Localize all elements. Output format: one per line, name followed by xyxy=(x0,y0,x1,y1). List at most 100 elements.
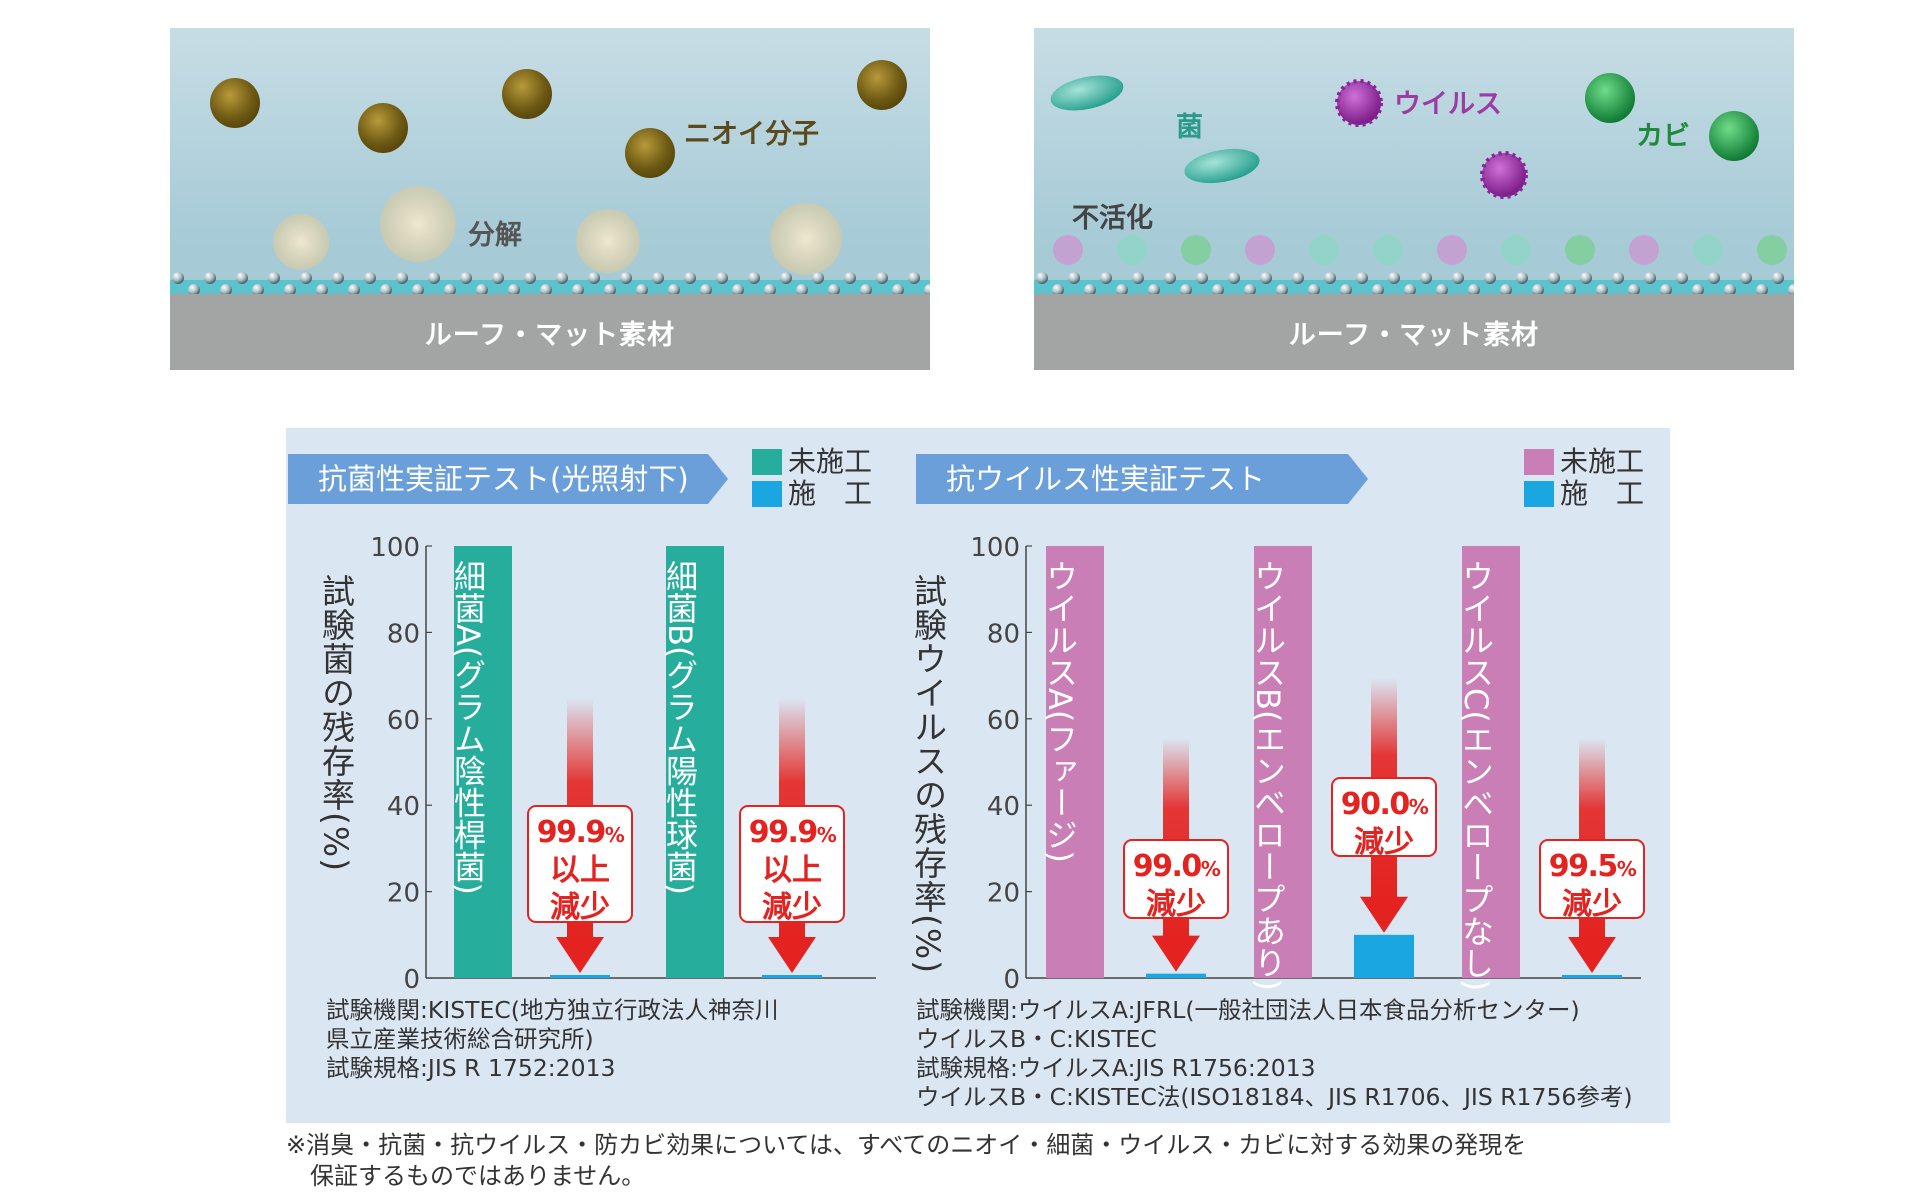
note-line: 試験機関:ウイルスA:JFRL(一般社団法人日本食品分析センター) xyxy=(916,996,1580,1024)
antibacterial-legend: 未施工 施 工 xyxy=(752,446,872,510)
reduction-label: 以上 xyxy=(762,853,822,888)
decompose-label: 分解 xyxy=(468,220,522,251)
y-axis-label: 試験菌の残存率(%) xyxy=(317,574,356,872)
coating-bead xyxy=(1388,272,1400,284)
coating-bead xyxy=(284,284,296,296)
coating-bead xyxy=(668,284,680,296)
coating-bead xyxy=(1228,272,1240,284)
coating-bead xyxy=(380,284,392,296)
coating-bead xyxy=(620,272,632,284)
reduction-arrow-head xyxy=(556,937,604,973)
coating-bead xyxy=(1772,272,1784,284)
reduction-label-box xyxy=(527,805,633,923)
reduction-arrow-head xyxy=(768,937,816,973)
reduction-unit: % xyxy=(605,823,625,847)
reduction-label-box xyxy=(1123,839,1229,919)
coating-bead xyxy=(1436,284,1448,296)
coating-bead xyxy=(892,284,904,296)
bar-treated xyxy=(1354,934,1414,978)
coating-bead xyxy=(428,272,440,284)
coating-bead xyxy=(204,272,216,284)
y-tick-label: 60 xyxy=(987,706,1020,736)
coating-bead xyxy=(588,272,600,284)
coating-bead xyxy=(1468,284,1480,296)
test-results-panel: 抗菌性実証テスト(光照射下) 未施工 施 工 抗ウイルス性実証テスト 未施工 施… xyxy=(286,428,1670,1123)
roof-mat-label: ルーフ・マット素材 xyxy=(424,320,676,351)
y-tick-label: 0 xyxy=(1003,965,1020,995)
coating-bead xyxy=(716,272,728,284)
note-line: ウイルスB・C:KISTEC xyxy=(916,1025,1157,1053)
coating-bead xyxy=(1756,284,1768,296)
category-label: 細菌A(グラム陰性桿菌) xyxy=(449,560,487,895)
coating-bead xyxy=(1724,284,1736,296)
antibacterial-notes: 試験機関:KISTEC(地方独立行政法人神奈川 県立産業技術総合研究所) 試験規… xyxy=(326,996,778,1083)
reduction-label: 減少 xyxy=(1146,887,1206,922)
roof-mat-base xyxy=(1034,294,1794,370)
roof-mat-base xyxy=(170,294,930,370)
coating-bead xyxy=(780,272,792,284)
coating-bead xyxy=(1212,284,1224,296)
legend-swatch-treated xyxy=(1524,481,1554,507)
coating-bead xyxy=(316,284,328,296)
coating-bead xyxy=(476,284,488,296)
coating-bead xyxy=(1596,284,1608,296)
coating-bead xyxy=(300,272,312,284)
coating-bead xyxy=(876,272,888,284)
inactivated-particle xyxy=(1693,235,1723,265)
inactivated-particles xyxy=(1053,235,1787,265)
mold-icon xyxy=(1585,73,1635,123)
coating-bead xyxy=(268,272,280,284)
odor-molecule xyxy=(502,69,552,119)
coating-bead xyxy=(860,284,872,296)
coating-bead xyxy=(924,284,930,296)
coating-bead xyxy=(1116,284,1128,296)
coating-bead xyxy=(732,284,744,296)
reduction-unit: % xyxy=(1201,857,1221,881)
virus-icon xyxy=(1480,151,1528,199)
legend-swatch-treated xyxy=(752,481,782,507)
reduction-label: 減少 xyxy=(1354,825,1414,860)
y-tick-label: 40 xyxy=(387,792,420,822)
coating-bead xyxy=(1084,284,1096,296)
bar-treated xyxy=(1562,975,1622,978)
coating-beads xyxy=(1036,272,1794,296)
bar-untreated xyxy=(454,546,512,978)
coating-bead xyxy=(652,272,664,284)
coating-bead xyxy=(1356,272,1368,284)
coating-bead xyxy=(1148,284,1160,296)
antiviral-banner: 抗ウイルス性実証テスト xyxy=(916,454,1368,504)
coating-bead xyxy=(1420,272,1432,284)
coating-bead xyxy=(1692,284,1704,296)
decomposing-molecule xyxy=(576,209,640,273)
y-tick-label: 80 xyxy=(987,619,1020,649)
decomposing-molecule xyxy=(273,214,329,270)
coating-bead xyxy=(1132,272,1144,284)
reduction-unit: % xyxy=(1409,795,1429,819)
coating-bead xyxy=(236,272,248,284)
inactivated-particle xyxy=(1437,235,1467,265)
y-tick-label: 0 xyxy=(403,965,420,995)
mold-icon xyxy=(1709,111,1759,161)
inactivation-label: 不活化 xyxy=(1072,203,1153,234)
reduction-label: 減少 xyxy=(550,890,610,925)
odor-molecule xyxy=(358,103,408,153)
note-line: 試験規格:JIS R 1752:2013 xyxy=(326,1054,616,1082)
reduction-arrow-head xyxy=(1152,935,1200,972)
microbe-illustration: 菌 ウイルス カビ 不活化 ルーフ・マット素材 xyxy=(1034,28,1794,370)
coating-bead xyxy=(844,272,856,284)
coating-bead xyxy=(1244,284,1256,296)
coating-bead xyxy=(1740,272,1752,284)
coating-bead xyxy=(1052,284,1064,296)
coating-bead xyxy=(764,284,776,296)
antibacterial-banner: 抗菌性実証テスト(光照射下) xyxy=(288,454,728,504)
coating-bead xyxy=(908,272,920,284)
coating-bead xyxy=(748,272,760,284)
reduction-label: 減少 xyxy=(762,890,822,925)
coating-bead xyxy=(1340,284,1352,296)
bacteria-icon xyxy=(1184,148,1260,184)
inactivated-particle xyxy=(1309,235,1339,265)
coating-bead xyxy=(1452,272,1464,284)
inactivated-particle xyxy=(1245,235,1275,265)
legend-swatch-untreated xyxy=(752,449,782,475)
virus-label: ウイルス xyxy=(1394,89,1502,120)
